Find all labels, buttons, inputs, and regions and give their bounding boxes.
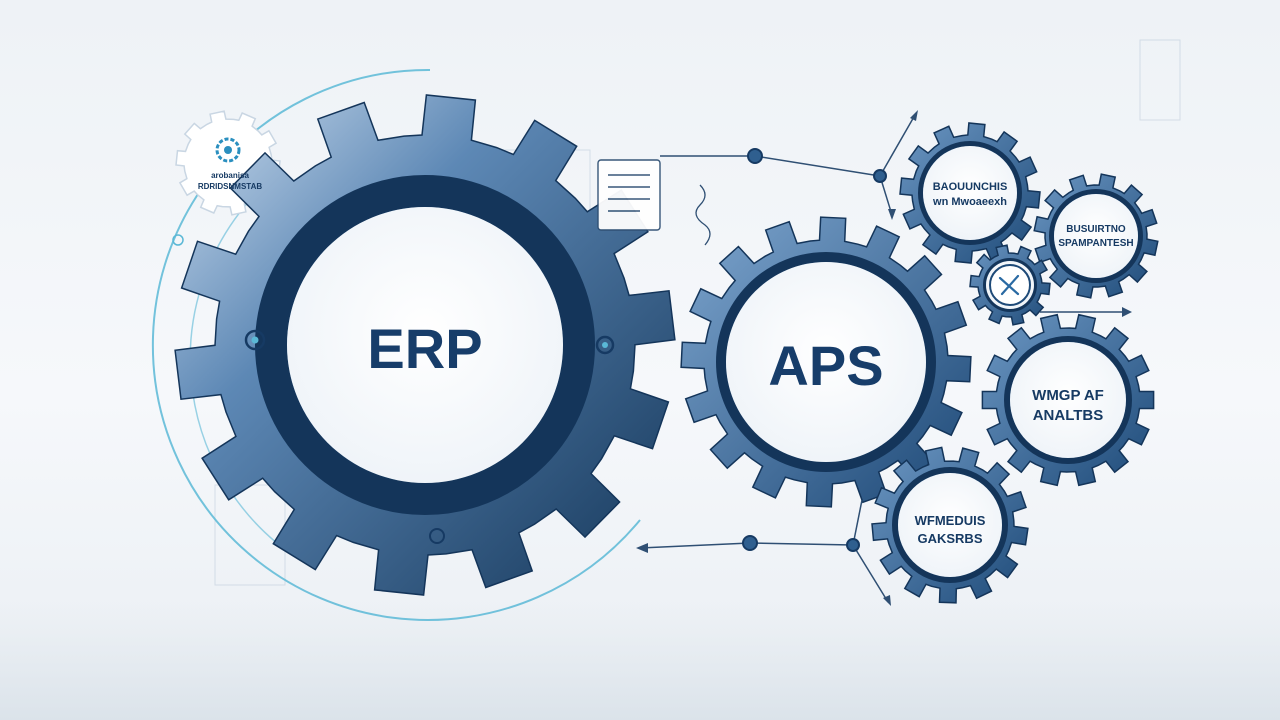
node-dot	[742, 535, 758, 551]
tool-gear-rim	[983, 258, 1037, 312]
aps-gear-rim	[716, 252, 936, 472]
network-logo-icon	[215, 137, 241, 163]
node-dot	[595, 335, 615, 355]
small-gear-4-line2: GAKSRBS	[917, 531, 982, 546]
small-gear-2-rim	[1049, 189, 1143, 283]
erp-gear	[174, 94, 676, 596]
small-gear-1-line2: wn Mwoaeexh	[932, 196, 1007, 208]
small-gear-2-face	[1054, 194, 1138, 278]
node-dot	[846, 538, 860, 552]
node-dot	[244, 329, 266, 351]
node-dot	[602, 342, 608, 348]
aps-gear-face	[726, 262, 926, 462]
small-gear-2-line1: BUSUIRTNO	[1066, 224, 1126, 235]
small-gear-4	[871, 446, 1029, 604]
tools-icon	[989, 264, 1031, 306]
logo-badge-line2: RDRIDSNMSTAB	[198, 182, 263, 191]
aps-label: APS	[768, 334, 883, 397]
node-dot	[429, 528, 445, 544]
small-gear-1-face	[923, 146, 1017, 240]
small-gear-1	[899, 122, 1041, 264]
arrowheads	[636, 110, 1132, 606]
small-gear-2-line2: SPAMPANTESH	[1058, 238, 1133, 249]
small-gear-3-line2: ANALTBS	[1033, 407, 1104, 424]
erp-gear-face	[287, 207, 563, 483]
small-gear-4-rim	[892, 467, 1008, 583]
floor-haze	[0, 600, 1280, 720]
erp-label: ERP	[367, 317, 482, 380]
small-gear-3-rim	[1004, 336, 1132, 464]
small-gear-3-line1: WMGP AF	[1032, 387, 1104, 404]
node-dot	[747, 148, 763, 164]
small-gear-3-face	[1010, 342, 1126, 458]
small-gear-1-line1: BAOUUNCHIS	[933, 181, 1008, 193]
node-dot	[873, 169, 887, 183]
small-gear-4-line1: WFMEDUIS	[915, 513, 986, 528]
node-dot	[251, 336, 259, 344]
small-gear-3	[981, 313, 1155, 487]
document-icon	[597, 159, 661, 231]
circuit-icon	[695, 184, 711, 246]
erp-gear-rim	[255, 175, 595, 515]
small-gear-1-rim	[918, 141, 1022, 245]
small-gear-4-face	[898, 473, 1002, 577]
small-gear-2	[1033, 173, 1159, 299]
logo-badge-line1: arobanisa	[211, 171, 249, 180]
connector-nodes	[244, 148, 887, 552]
